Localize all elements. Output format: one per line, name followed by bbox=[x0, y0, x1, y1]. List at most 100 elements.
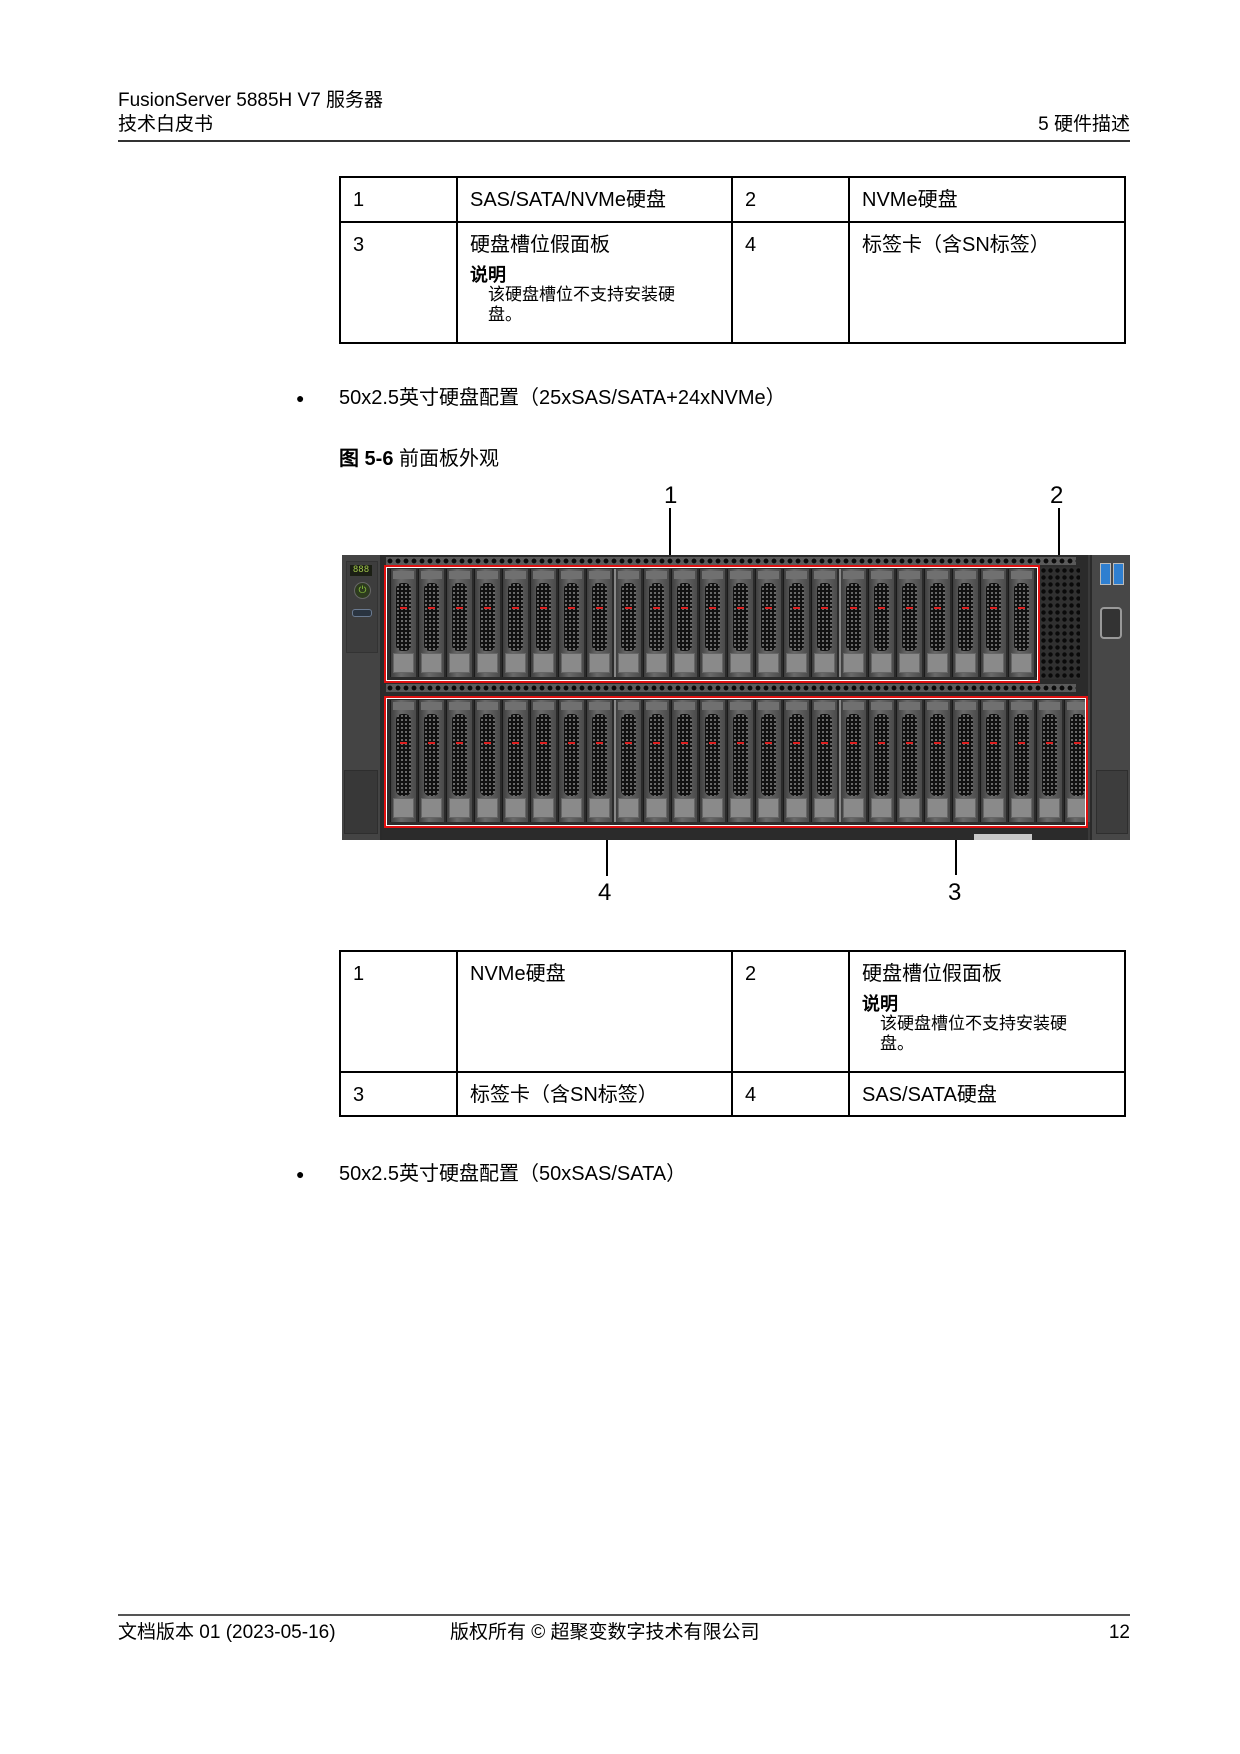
table-row: 3 硬盘槽位假面板 说明 该硬盘槽位不支持安装硬盘。 4 标签卡（含SN标签） bbox=[339, 221, 1126, 344]
bay-top bbox=[899, 571, 920, 579]
bay-grille bbox=[424, 714, 439, 796]
header-doc-type: 技术白皮书 bbox=[118, 114, 214, 135]
bay-led-icon bbox=[793, 742, 800, 744]
bay-led-icon bbox=[878, 607, 885, 609]
drive-bay bbox=[952, 569, 978, 677]
bay-pull-tab bbox=[927, 798, 948, 818]
bay-grille bbox=[480, 714, 495, 796]
component-legend-table-1: 1 SAS/SATA/NVMe硬盘 2 NVMe硬盘 3 硬盘槽位假面板 说明 … bbox=[339, 176, 1126, 344]
drive-bay bbox=[530, 700, 556, 822]
bay-pull-tab bbox=[646, 653, 667, 673]
bay-top bbox=[646, 571, 667, 579]
bay-grille bbox=[677, 583, 692, 651]
bay-grille bbox=[1042, 714, 1057, 796]
table-row: 3 标签卡（含SN标签） 4 SAS/SATA硬盘 bbox=[339, 1071, 1126, 1117]
bay-grille bbox=[649, 583, 664, 651]
bay-grille bbox=[789, 714, 804, 796]
drive-bay bbox=[980, 569, 1006, 677]
bay-grille bbox=[958, 583, 973, 651]
drive-bay bbox=[980, 700, 1006, 822]
bay-top bbox=[393, 571, 414, 579]
item-number: 4 bbox=[731, 221, 850, 344]
bay-pull-tab bbox=[393, 798, 414, 818]
bay-grille bbox=[986, 583, 1001, 651]
bay-pull-tab bbox=[421, 653, 442, 673]
bay-top bbox=[730, 571, 751, 579]
bay-pull-tab bbox=[533, 798, 554, 818]
drive-bay bbox=[1008, 569, 1034, 677]
bay-led-icon bbox=[906, 607, 913, 609]
drive-bay bbox=[1036, 700, 1062, 822]
bay-pull-tab bbox=[730, 798, 751, 818]
item-cell-with-note: 硬盘槽位假面板 说明 该硬盘槽位不支持安装硬盘。 bbox=[456, 221, 733, 344]
callout-4-leader bbox=[606, 826, 608, 876]
bay-grille bbox=[536, 583, 551, 651]
bay-led-icon bbox=[428, 742, 435, 744]
bay-pull-tab bbox=[449, 653, 470, 673]
bay-pull-tab bbox=[843, 653, 864, 673]
bay-top bbox=[589, 702, 610, 710]
bay-led-icon bbox=[681, 742, 688, 744]
bay-led-icon bbox=[765, 607, 772, 609]
bay-top bbox=[618, 571, 639, 579]
bay-grille bbox=[846, 714, 861, 796]
header-divider bbox=[118, 140, 1130, 142]
bay-pull-tab bbox=[702, 798, 723, 818]
figure-number: 图 5-6 bbox=[339, 448, 394, 470]
drive-bay bbox=[390, 569, 416, 677]
bay-top bbox=[533, 571, 554, 579]
bay-grille bbox=[621, 714, 636, 796]
figure-title: 前面板外观 bbox=[399, 448, 500, 470]
callout-3-leader bbox=[955, 833, 957, 875]
bay-top bbox=[702, 571, 723, 579]
drive-bay bbox=[811, 569, 837, 677]
drive-bay bbox=[530, 569, 556, 677]
bay-grille bbox=[396, 583, 411, 651]
drive-bay bbox=[671, 700, 697, 822]
bay-led-icon bbox=[990, 742, 997, 744]
bay-led-icon bbox=[653, 742, 660, 744]
bay-pull-tab bbox=[421, 798, 442, 818]
bay-led-icon bbox=[906, 742, 913, 744]
bay-top bbox=[449, 571, 470, 579]
bay-pull-tab bbox=[814, 798, 835, 818]
drive-bay bbox=[446, 569, 472, 677]
bay-grille bbox=[592, 583, 607, 651]
drive-bay bbox=[755, 569, 781, 677]
bay-pull-tab bbox=[758, 653, 779, 673]
drive-bay bbox=[755, 700, 781, 822]
middle-vent bbox=[386, 684, 1076, 692]
left-ear-handle bbox=[344, 770, 378, 834]
bay-pull-tab bbox=[786, 653, 807, 673]
bay-grille bbox=[846, 583, 861, 651]
bay-top bbox=[1039, 702, 1060, 710]
filler-panel bbox=[1040, 567, 1080, 679]
bay-top bbox=[674, 571, 695, 579]
bay-led-icon bbox=[1018, 742, 1025, 744]
drive-bay bbox=[502, 569, 528, 677]
bay-pull-tab bbox=[533, 653, 554, 673]
bay-pull-tab bbox=[955, 798, 976, 818]
drive-bay bbox=[502, 700, 528, 822]
bay-pull-tab bbox=[814, 653, 835, 673]
item-label: 标签卡（含SN标签） bbox=[848, 221, 1126, 344]
bay-led-icon bbox=[934, 742, 941, 744]
footer-divider bbox=[118, 1614, 1130, 1616]
bay-grille bbox=[649, 714, 664, 796]
bay-grille bbox=[536, 714, 551, 796]
bay-top bbox=[899, 702, 920, 710]
bay-pull-tab bbox=[843, 798, 864, 818]
bay-pull-tab bbox=[786, 798, 807, 818]
bay-pull-tab bbox=[505, 798, 526, 818]
table-row: 1 SAS/SATA/NVMe硬盘 2 NVMe硬盘 bbox=[339, 176, 1126, 223]
item-number: 2 bbox=[731, 950, 850, 1073]
drive-bay bbox=[614, 569, 641, 677]
bay-led-icon bbox=[878, 742, 885, 744]
table-row: 1 NVMe硬盘 2 硬盘槽位假面板 说明 该硬盘槽位不支持安装硬盘。 bbox=[339, 950, 1126, 1073]
bay-led-icon bbox=[456, 607, 463, 609]
uid-button-icon bbox=[352, 609, 372, 617]
bay-pull-tab bbox=[674, 653, 695, 673]
bay-led-icon bbox=[456, 742, 463, 744]
bay-top bbox=[505, 571, 526, 579]
bay-grille bbox=[452, 714, 467, 796]
